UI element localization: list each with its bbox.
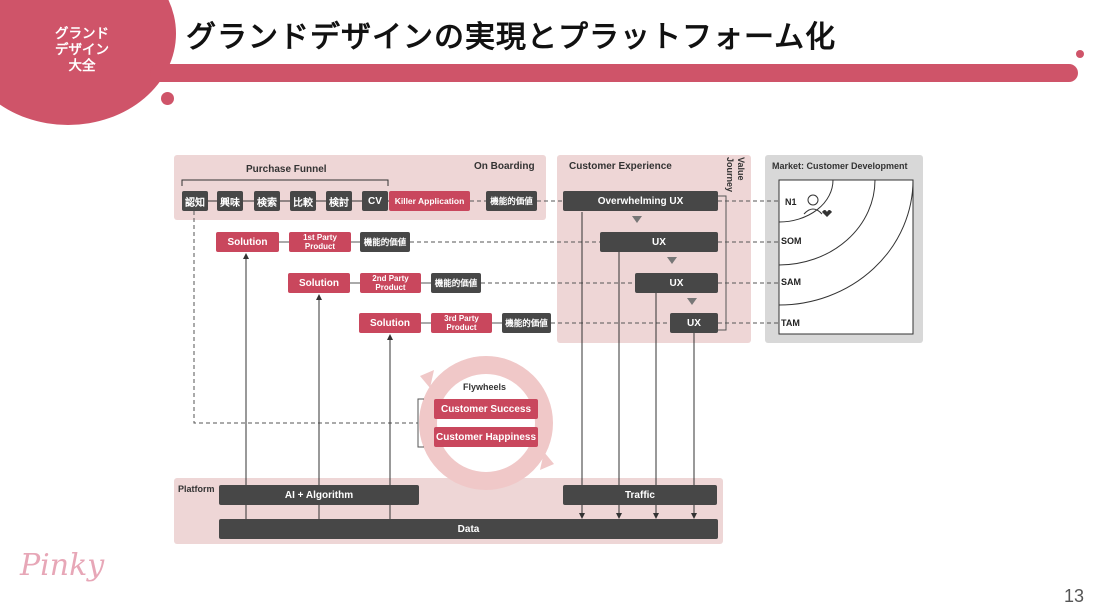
market-level-som: SOM (780, 236, 803, 246)
purchase-funnel-label: Purchase Funnel (246, 164, 327, 175)
ux-box-3: UX (670, 313, 718, 333)
market-level-n1: N1 (784, 197, 798, 207)
customer-person-icon (803, 194, 823, 215)
decor-dot-left (161, 92, 174, 105)
pinky-logo: Pinky (20, 548, 105, 583)
killer-application-box: Killer Application (389, 191, 470, 211)
customer-happiness-box: Customer Happiness (434, 427, 538, 447)
functional-value-box-1: 機能的価値 (360, 232, 410, 252)
corner-badge-label: グランド デザイン 大全 (55, 26, 109, 73)
customer-experience-label: Customer Experience (569, 161, 672, 172)
funnel-step-search: 検索 (254, 191, 280, 211)
product-box-1st-party: 1st Party Product (289, 232, 351, 252)
decor-dot-right (1076, 50, 1084, 58)
platform-label: Platform (178, 484, 215, 494)
funnel-step-compare: 比較 (290, 191, 316, 211)
value-journey-label: Value Journey (725, 157, 746, 193)
ux-box-2: UX (635, 273, 718, 293)
flywheels-label: Flywheels (463, 382, 507, 392)
traffic-box: Traffic (563, 485, 717, 505)
funnel-step-interest: 興味 (217, 191, 243, 211)
functional-value-box-2: 機能的価値 (431, 273, 481, 293)
market-label: Market: Customer Development (772, 161, 908, 171)
page-title: グランドデザインの実現とプラットフォーム化 (186, 21, 837, 54)
ai-algorithm-box: AI + Algorithm (219, 485, 419, 505)
funnel-step-awareness: 認知 (182, 191, 208, 211)
funnel-step-cv: CV (362, 191, 388, 211)
functional-value-box-top: 機能的価値 (486, 191, 537, 211)
flywheel-ring (419, 356, 553, 490)
product-box-3rd-party: 3rd Party Product (431, 313, 492, 333)
market-level-tam: TAM (780, 318, 801, 328)
data-box: Data (219, 519, 718, 539)
funnel-step-consider: 検討 (326, 191, 352, 211)
flywheel-arrowhead-bottom (540, 452, 554, 470)
market-level-sam: SAM (780, 277, 802, 287)
overwhelming-ux-box: Overwhelming UX (563, 191, 718, 211)
solution-box-2: Solution (288, 273, 350, 293)
heart-icon (822, 210, 832, 217)
page-number: 13 (1063, 586, 1084, 606)
solution-box-3: Solution (359, 313, 421, 333)
customer-success-box: Customer Success (434, 399, 538, 419)
solution-box-1: Solution (216, 232, 279, 252)
flywheel-arrowhead-top (420, 370, 434, 388)
product-box-2nd-party: 2nd Party Product (360, 273, 421, 293)
on-boarding-label: On Boarding (474, 161, 535, 172)
functional-value-box-3: 機能的価値 (502, 313, 551, 333)
title-underline-bar (150, 64, 1078, 82)
ux-box-1: UX (600, 232, 718, 252)
